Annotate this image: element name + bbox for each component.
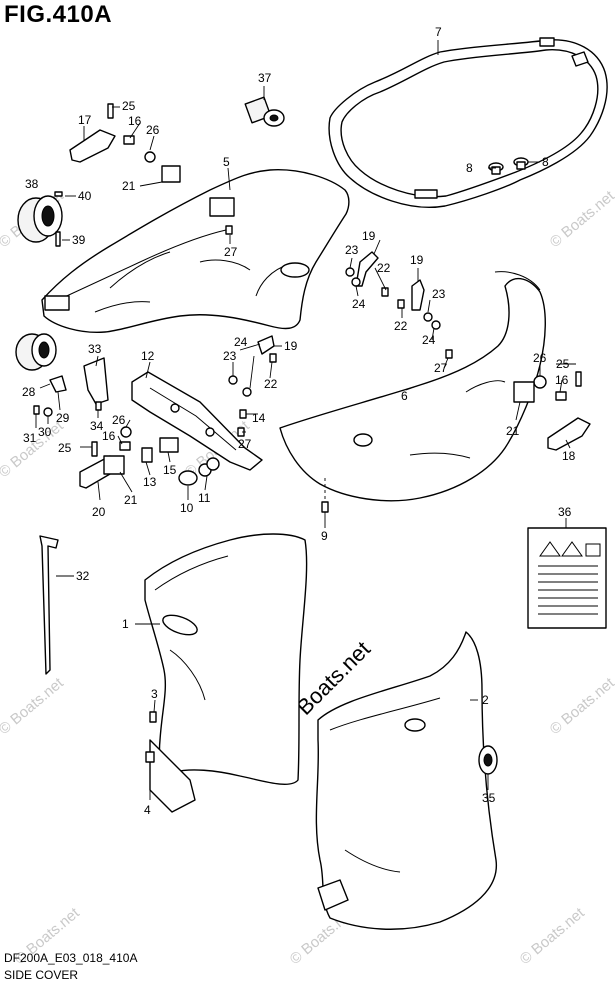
callout-26: 26: [146, 123, 160, 137]
callout-31: 31: [23, 431, 37, 445]
callout-28: 28: [22, 385, 36, 399]
watermark: © Boats.net: [547, 187, 615, 251]
callout-12: 12: [141, 349, 155, 363]
callout-33: 33: [88, 342, 102, 356]
callout-9: 9: [321, 529, 328, 543]
callout-29: 29: [56, 411, 70, 425]
callout-2: 2: [482, 693, 489, 707]
callout-24: 24: [234, 335, 248, 349]
callout-21: 21: [124, 493, 138, 507]
callout-21: 21: [122, 179, 136, 193]
callout-25: 25: [556, 357, 570, 371]
part-35-grommet: [478, 745, 498, 775]
callout-22: 22: [377, 261, 391, 275]
callout-24: 24: [422, 333, 436, 347]
part-2-lower-cover: [315, 631, 497, 930]
callout-25: 25: [58, 441, 72, 455]
part-1-lower-cover: [144, 533, 308, 813]
callout-37: 37: [258, 71, 272, 85]
callout-5: 5: [223, 155, 230, 169]
part-28-grommet: [15, 333, 57, 371]
callout-3: 3: [151, 687, 158, 701]
callout-6: 6: [401, 389, 408, 403]
callout-labels: 7 37 25 17 16 26 21 5 38 40 39 27 8 8 19…: [22, 25, 576, 817]
diagram-caption: SIDE COVER: [4, 968, 79, 982]
part-36-label: [527, 527, 607, 629]
callout-10: 10: [180, 501, 194, 515]
part-8-grommets: [488, 157, 529, 175]
part-12-bracket: [131, 371, 263, 471]
callout-27: 27: [238, 437, 252, 451]
callout-17: 17: [78, 113, 92, 127]
callout-25: 25: [122, 99, 136, 113]
callout-38: 38: [25, 177, 39, 191]
callout-22: 22: [394, 319, 408, 333]
callout-39: 39: [72, 233, 86, 247]
callout-15: 15: [163, 463, 177, 477]
callout-27: 27: [434, 361, 448, 375]
watermark: © Boats.net: [547, 674, 615, 738]
callout-19: 19: [410, 253, 424, 267]
callout-27: 27: [224, 245, 238, 259]
part-37-bushing: [244, 96, 285, 127]
callout-36: 36: [558, 505, 572, 519]
callout-26: 26: [112, 413, 126, 427]
callout-7: 7: [435, 25, 442, 39]
callout-24: 24: [352, 297, 366, 311]
callout-16: 16: [555, 373, 569, 387]
watermark: © Boats.net: [0, 674, 67, 738]
callout-26: 26: [533, 351, 547, 365]
callout-4: 4: [144, 803, 151, 817]
part-38-grommet: [17, 191, 63, 247]
callout-16: 16: [102, 429, 116, 443]
callout-35: 35: [482, 791, 496, 805]
callout-8: 8: [466, 161, 473, 175]
callout-19: 19: [284, 339, 298, 353]
part-5-upper-cover: [41, 169, 350, 334]
callout-21: 21: [506, 424, 520, 438]
callout-8: 8: [542, 155, 549, 169]
callout-40: 40: [78, 189, 92, 203]
hardware-small-parts: [33, 103, 591, 763]
part-6-side-cover: [279, 271, 546, 502]
callout-32: 32: [76, 569, 90, 583]
figure-title: FIG.410A: [4, 1, 113, 28]
callout-30: 30: [38, 425, 52, 439]
diagram-code: DF200A_E03_018_410A: [4, 951, 138, 965]
callout-13: 13: [143, 475, 157, 489]
callout-11: 11: [198, 491, 211, 505]
callout-23: 23: [345, 243, 359, 257]
callout-19: 19: [362, 229, 376, 243]
watermark: © Boats.net: [517, 904, 589, 968]
leader-lines: [35, 40, 576, 800]
callout-20: 20: [92, 505, 106, 519]
callout-14: 14: [252, 411, 266, 425]
part-32-rod: [39, 535, 59, 675]
callout-1: 1: [122, 617, 129, 631]
callout-16: 16: [128, 114, 142, 128]
part-7-seal: [328, 37, 608, 208]
callout-23: 23: [223, 349, 237, 363]
callout-22: 22: [264, 377, 278, 391]
callout-23: 23: [432, 287, 446, 301]
callout-18: 18: [562, 449, 576, 463]
callout-34: 34: [90, 419, 104, 433]
